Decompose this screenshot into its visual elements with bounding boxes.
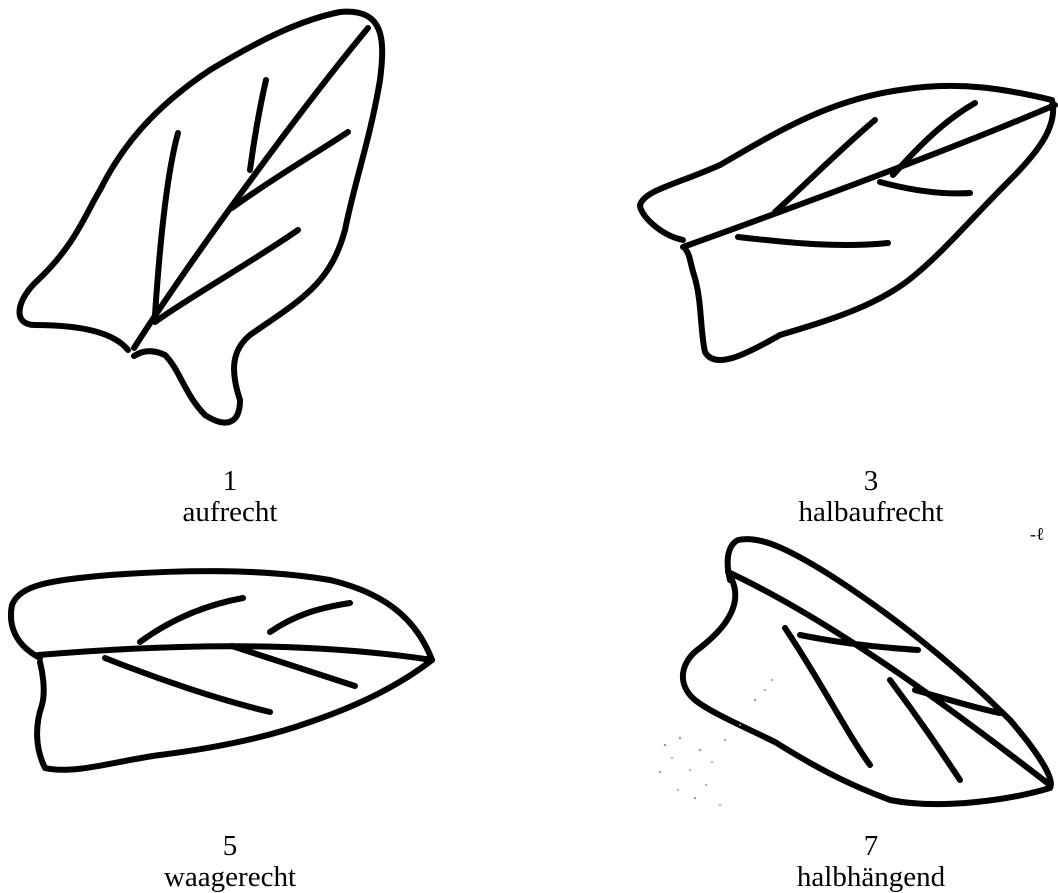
leaf-vein <box>140 598 243 642</box>
leaf-vein <box>250 80 266 170</box>
scan-noise <box>659 679 773 806</box>
leaf-drawing-horizontal <box>11 571 432 770</box>
leaf-drawing-semi-hanging <box>683 539 1051 804</box>
leaf-vein <box>738 237 888 245</box>
leaf-number: 1 <box>80 466 380 497</box>
leaf-vein <box>105 658 270 712</box>
caption-semi-upright: 3 halbaufrecht <box>721 466 1021 528</box>
leaf-drawing-upright <box>20 12 383 423</box>
stray-mark: -ℓ <box>1030 524 1045 544</box>
leaf-vein <box>893 103 975 175</box>
leaf-outline <box>640 86 1053 360</box>
leaf-label: halbhängend <box>721 862 1021 893</box>
leaf-label: waagerecht <box>80 862 380 893</box>
leaf-vein <box>880 182 970 193</box>
caption-upright: 1 aufrecht <box>80 466 380 528</box>
leaf-vein <box>155 230 298 322</box>
leaf-vein <box>270 603 350 632</box>
leaf-number: 7 <box>721 831 1021 862</box>
caption-horizontal: 5 waagerecht <box>80 831 380 893</box>
leaf-number: 5 <box>80 831 380 862</box>
leaf-drawing-semi-upright <box>640 86 1055 360</box>
caption-semi-hanging: 7 halbhängend <box>721 831 1021 893</box>
leaf-number: 3 <box>721 466 1021 497</box>
leaf-label: halbaufrecht <box>721 497 1021 528</box>
leaf-label: aufrecht <box>80 497 380 528</box>
